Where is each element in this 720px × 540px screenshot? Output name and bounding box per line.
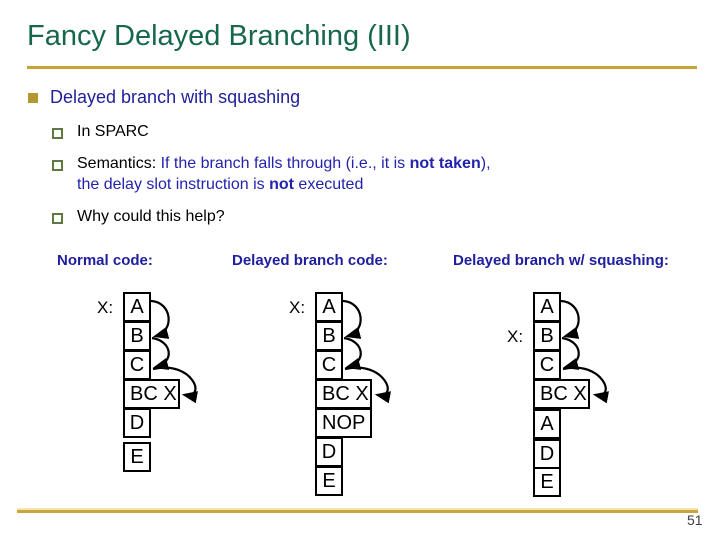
semantics-close: ),	[480, 155, 491, 172]
instr-box: C	[315, 350, 343, 380]
sub-bullet-square-icon	[52, 160, 63, 171]
instr-box: E	[315, 466, 343, 496]
semantics-line2-not: not	[269, 176, 294, 193]
sub-bullet-square-icon	[52, 213, 63, 224]
sub-bullet-semantics-line2: the delay slot instruction is not execut…	[77, 176, 363, 194]
bullet-square-icon	[28, 93, 38, 103]
instr-box: D	[315, 437, 343, 467]
sub-bullet-semantics-line1: Semantics: If the branch falls through (…	[77, 155, 491, 173]
semantics-not-taken: not taken	[409, 155, 481, 172]
sub-bullet-why: Why could this help?	[77, 208, 225, 225]
semantics-line2-executed: executed	[293, 176, 364, 193]
instr-box-nop: NOP	[315, 408, 372, 438]
footer-divider	[17, 510, 698, 513]
instr-box-branch: BC X	[123, 379, 180, 409]
arrow-b-to-c-col2	[343, 336, 362, 370]
arrow-b-to-c-col3	[561, 336, 580, 370]
semantics-text: If the branch falls through (i.e., it is	[160, 155, 410, 172]
page-title: Fancy Delayed Branching (III)	[27, 20, 411, 52]
instr-box: C	[533, 350, 561, 380]
sub-bullet-in-sparc: In SPARC	[77, 123, 149, 140]
arrow-a-to-b-col3	[560, 299, 580, 339]
x-label-col2: X:	[289, 298, 306, 317]
instr-box: A	[533, 292, 561, 322]
instr-box: E	[533, 467, 561, 497]
x-label-col3: X:	[507, 327, 524, 346]
bullet-level1: Delayed branch with squashing	[50, 87, 301, 107]
instr-box: E	[123, 442, 151, 472]
arrow-a-to-b-col1	[150, 299, 170, 339]
instr-box: C	[123, 350, 151, 380]
instr-box: B	[315, 321, 343, 351]
instr-box: B	[533, 321, 561, 351]
column-header-squashing: Delayed branch w/ squashing:	[453, 252, 669, 269]
instr-box: B	[123, 321, 151, 351]
semantics-prefix: Semantics:	[77, 155, 161, 172]
semantics-line2-text: the delay slot instruction is	[77, 176, 270, 193]
sub-bullet-square-icon	[52, 128, 63, 139]
arrow-b-to-c-col1	[151, 336, 170, 370]
instr-box: A	[533, 409, 561, 439]
footer-divider-light	[17, 508, 698, 510]
column-header-normal: Normal code:	[57, 252, 153, 269]
column-header-delayed: Delayed branch code:	[232, 252, 388, 269]
instr-box-branch: BC X	[533, 379, 590, 409]
page-number: 51	[687, 512, 703, 528]
x-label-col1: X:	[97, 298, 114, 317]
instr-box: A	[123, 292, 151, 322]
instr-box: A	[315, 292, 343, 322]
instr-box: D	[123, 408, 151, 438]
instr-box: D	[533, 439, 561, 469]
arrow-a-to-b-col2	[342, 299, 362, 339]
title-divider	[27, 66, 697, 69]
instr-box-branch: BC X	[315, 379, 372, 409]
